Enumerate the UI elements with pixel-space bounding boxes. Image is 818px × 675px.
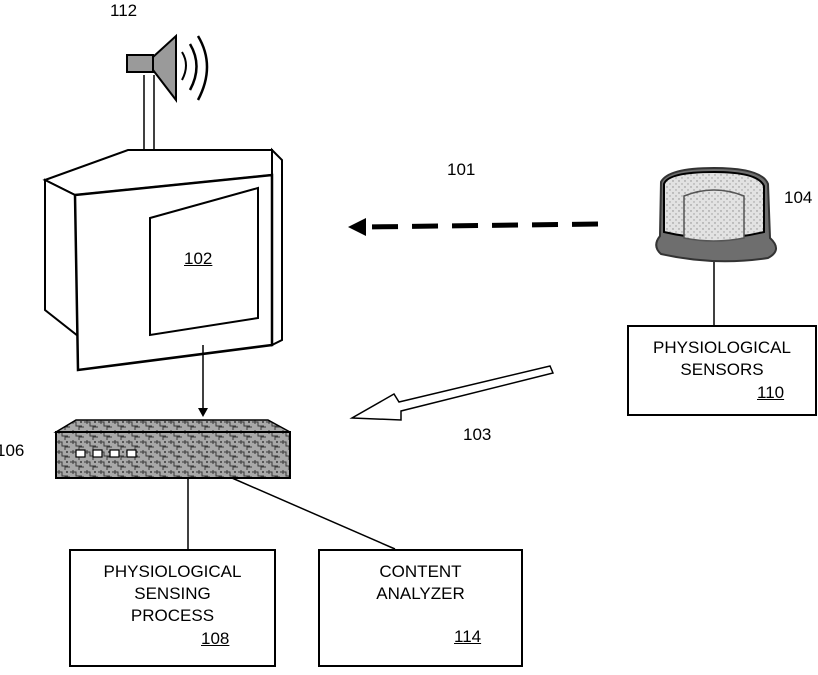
- sensing-line3: PROCESS: [71, 605, 274, 626]
- sensing-process-box: PHYSIOLOGICAL SENSING PROCESS 108: [69, 549, 276, 667]
- sensors-box: PHYSIOLOGICAL SENSORS 110: [627, 325, 817, 416]
- return-link-label: 103: [463, 425, 491, 445]
- sensors-line2: SENSORS: [629, 359, 815, 380]
- headset-label: 104: [784, 188, 812, 208]
- speaker-icon: [127, 36, 207, 152]
- settop-box-icon: [56, 420, 290, 478]
- sensing-line1: PHYSIOLOGICAL: [71, 561, 274, 582]
- monitor-icon: [45, 150, 282, 370]
- return-arrow: [352, 366, 553, 420]
- settop-to-analyzer-connector: [232, 478, 395, 549]
- settop-label: 106: [0, 441, 24, 461]
- sensors-ref: 110: [757, 383, 784, 403]
- display-label: 102: [184, 249, 212, 269]
- monitor-to-settop-arrow: [198, 345, 208, 417]
- headset-icon: [656, 168, 776, 261]
- content-analyzer-box: CONTENT ANALYZER 114: [318, 549, 523, 667]
- wireless-label: 101: [447, 160, 475, 180]
- sensing-ref: 108: [201, 629, 229, 649]
- analyzer-ref: 114: [454, 627, 481, 647]
- wireless-arrow: [348, 218, 598, 236]
- sensors-line1: PHYSIOLOGICAL: [629, 337, 815, 358]
- analyzer-line1: CONTENT: [320, 561, 521, 582]
- analyzer-line2: ANALYZER: [320, 583, 521, 604]
- speaker-label: 112: [110, 1, 137, 21]
- sensing-line2: SENSING: [71, 583, 274, 604]
